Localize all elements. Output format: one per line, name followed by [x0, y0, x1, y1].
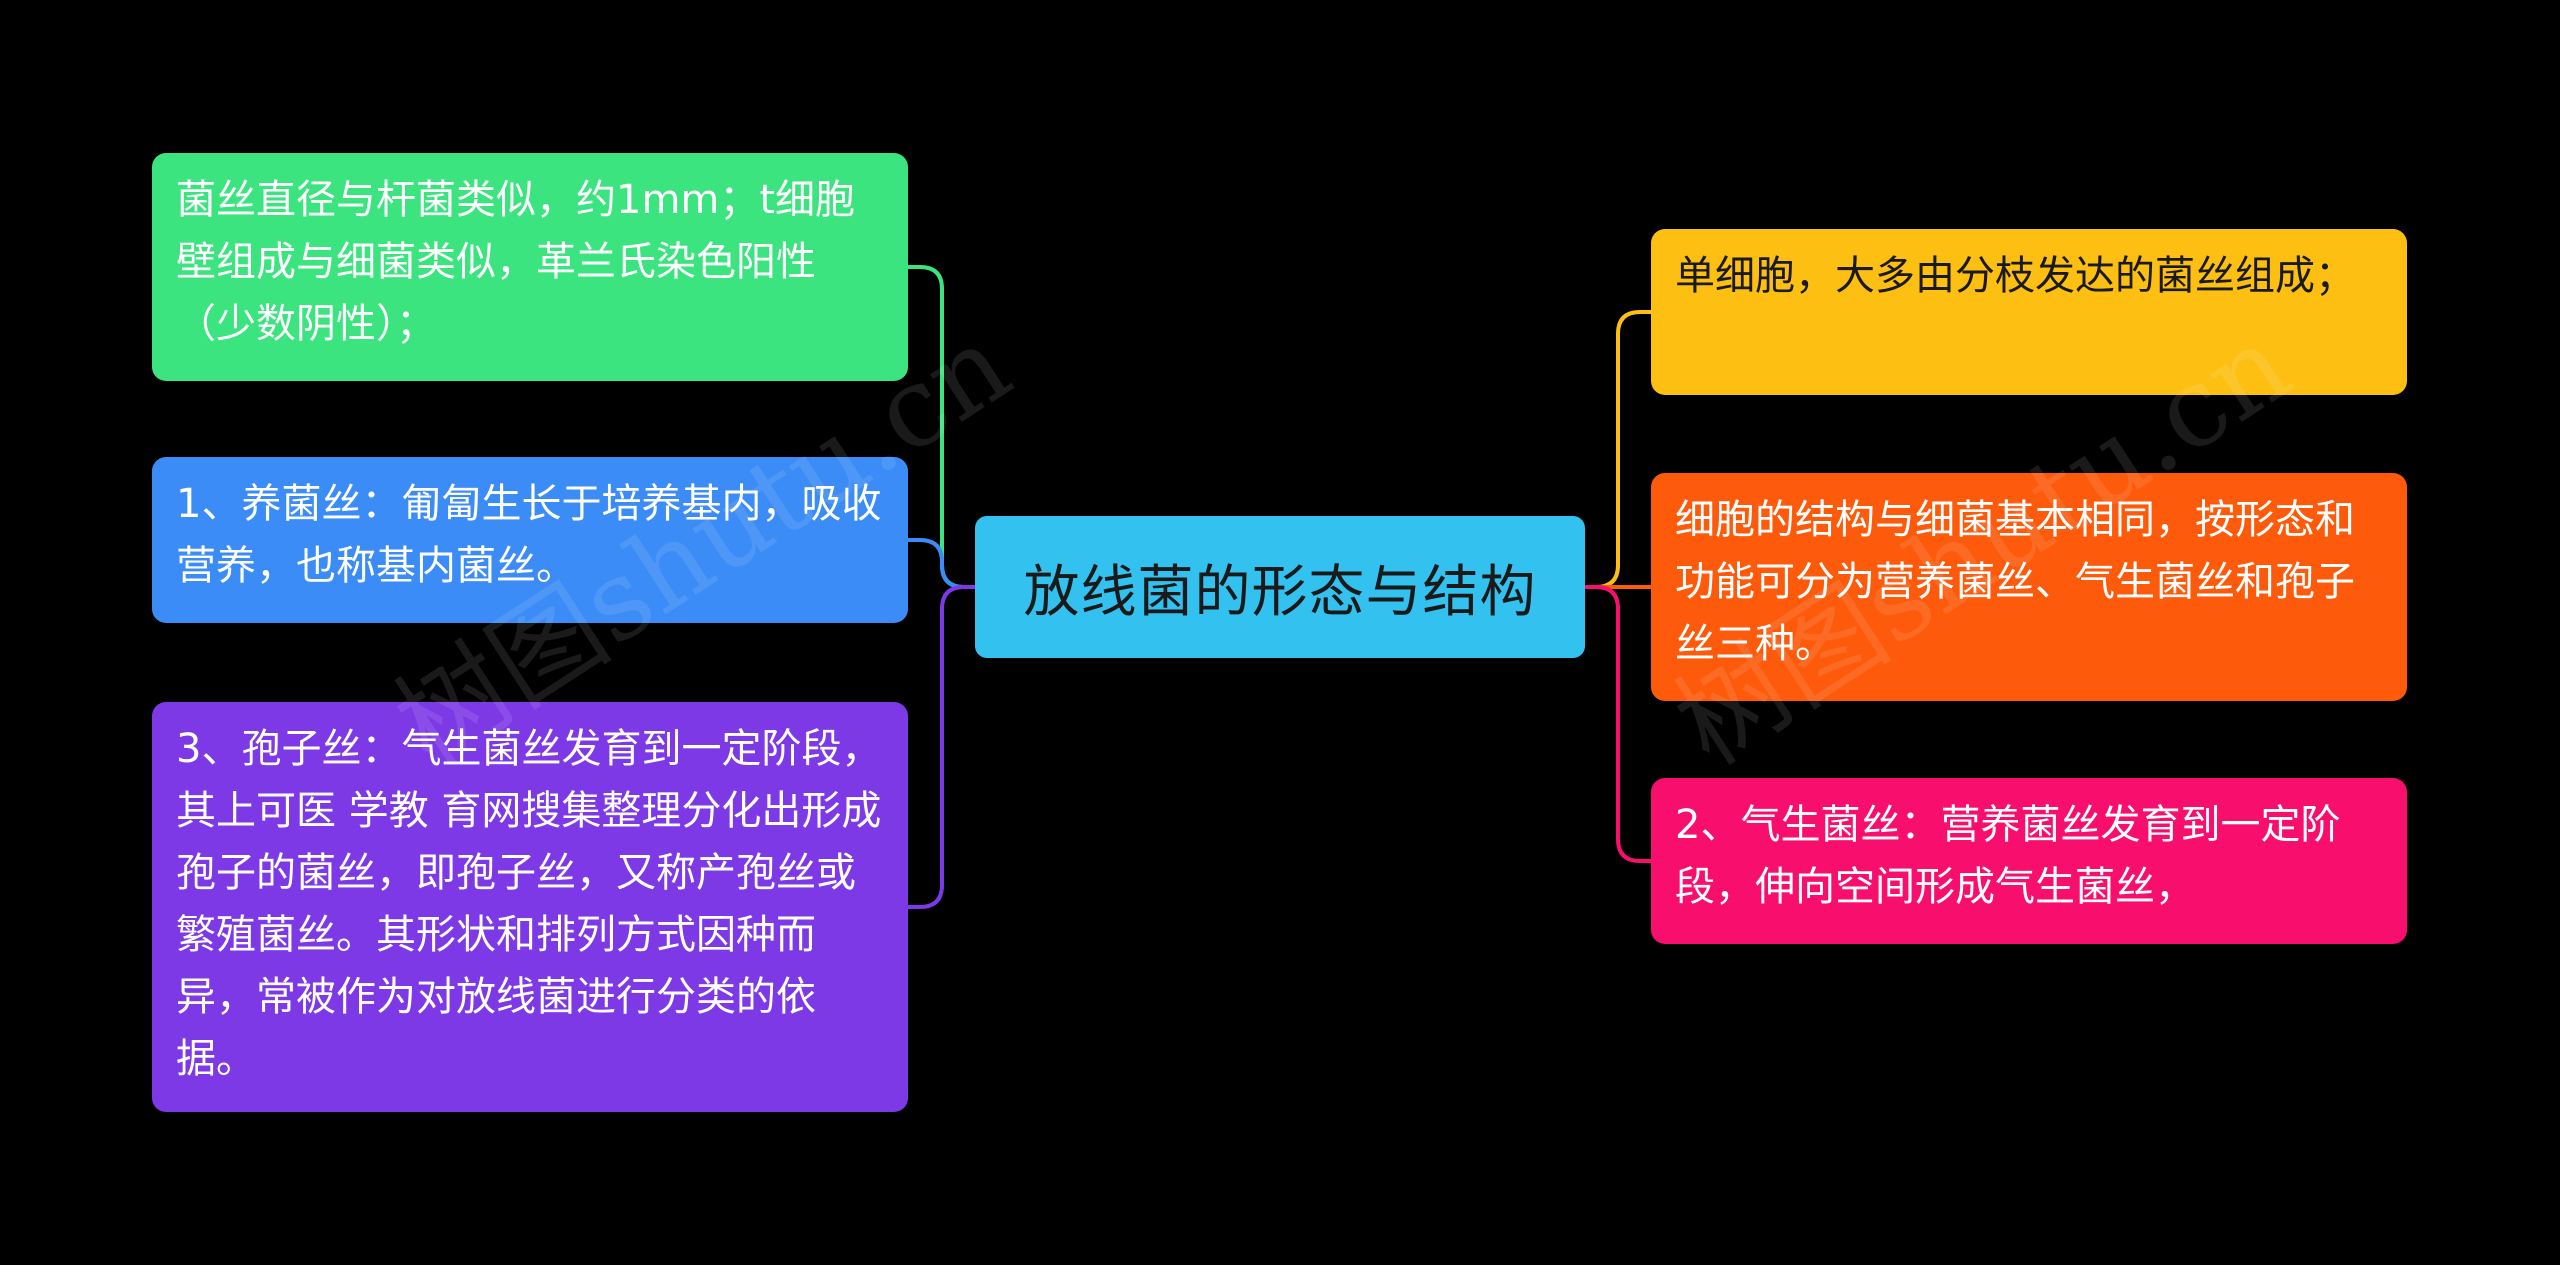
left-topic-2-text: 1、养菌丝：匍匐生长于培养基内，吸收营养，也称基内菌丝。 — [176, 481, 882, 589]
left-topic-3[interactable]: 3、孢子丝：气生菌丝发育到一定阶段，其上可医 学教 育网搜集整理分化出形成孢子的… — [152, 702, 908, 1112]
right-topic-2[interactable]: 细胞的结构与细菌基本相同，按形态和功能可分为营养菌丝、气生菌丝和孢子丝三种。 — [1651, 473, 2407, 701]
left-topic-3-text: 3、孢子丝：气生菌丝发育到一定阶段，其上可医 学教 育网搜集整理分化出形成孢子的… — [176, 726, 882, 1082]
central-topic[interactable]: 放线菌的形态与结构 — [975, 516, 1585, 658]
left-topic-1-text: 菌丝直径与杆菌类似，约1mm；t细胞壁组成与细菌类似，革兰氏染色阳性（少数阴性）… — [176, 177, 856, 347]
right-topic-1-text: 单细胞，大多由分枝发达的菌丝组成； — [1675, 253, 2355, 299]
connector-right-1 — [1585, 310, 1651, 589]
left-topic-1[interactable]: 菌丝直径与杆菌类似，约1mm；t细胞壁组成与细菌类似，革兰氏染色阳性（少数阴性）… — [152, 153, 908, 381]
left-topic-2[interactable]: 1、养菌丝：匍匐生长于培养基内，吸收营养，也称基内菌丝。 — [152, 457, 908, 623]
right-topic-2-text: 细胞的结构与细菌基本相同，按形态和功能可分为营养菌丝、气生菌丝和孢子丝三种。 — [1675, 497, 2355, 667]
connector-right-3 — [1585, 585, 1651, 863]
right-topic-1[interactable]: 单细胞，大多由分枝发达的菌丝组成； — [1651, 229, 2407, 395]
connector-left-2 — [908, 538, 975, 589]
right-topic-3[interactable]: 2、气生菌丝：营养菌丝发育到一定阶段，伸向空间形成气生菌丝， — [1651, 778, 2407, 944]
central-topic-label: 放线菌的形态与结构 — [1023, 559, 1537, 625]
connector-left-3 — [908, 585, 975, 909]
right-topic-3-text: 2、气生菌丝：营养菌丝发育到一定阶段，伸向空间形成气生菌丝， — [1675, 802, 2341, 910]
